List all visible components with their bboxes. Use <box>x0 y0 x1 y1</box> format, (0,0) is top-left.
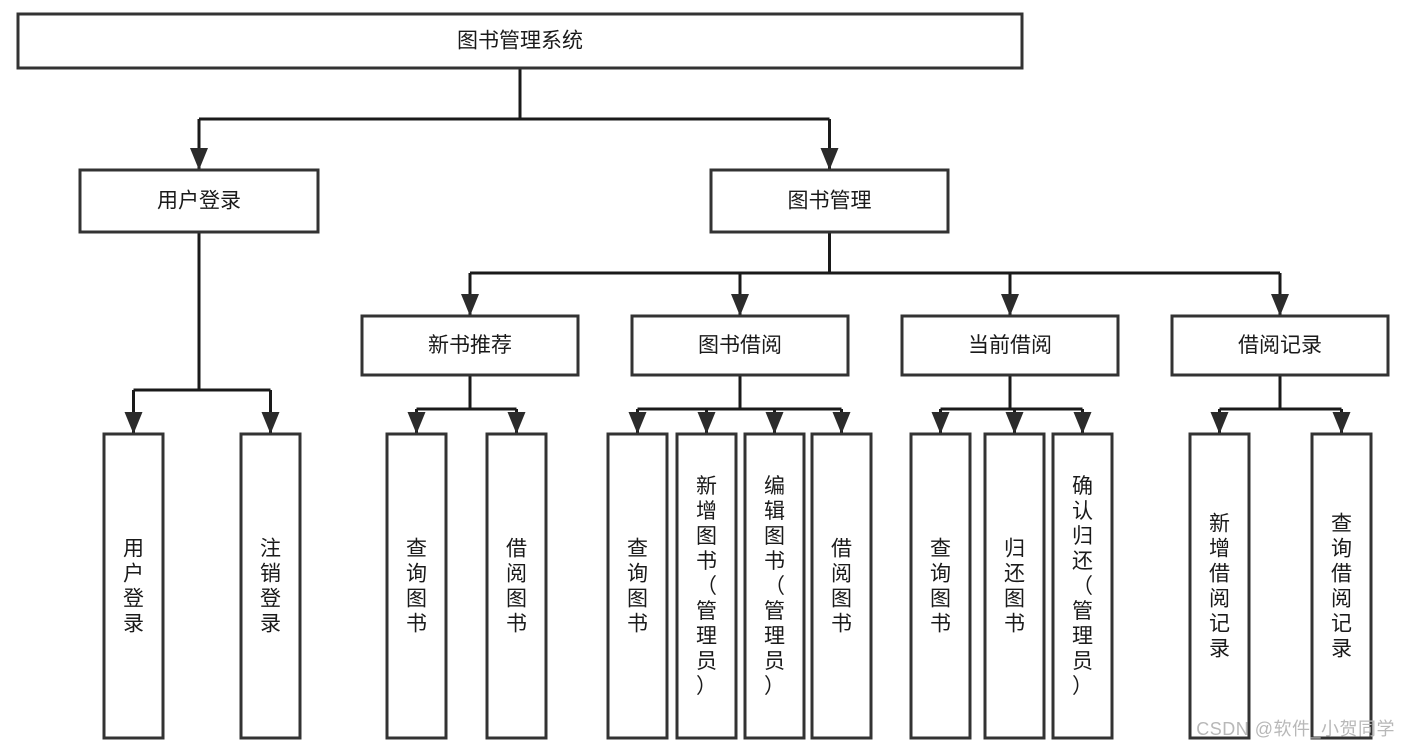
node-leaf-7-box <box>810 432 873 740</box>
node-leaf-3[interactable]: 借阅图书 <box>485 432 548 740</box>
arrow-head-icon <box>820 148 839 170</box>
node-leaf-5-label: 新增图书（管理员） <box>696 475 717 698</box>
node-leaf-4-box <box>606 432 669 740</box>
node-level3-0-label: 新书推荐 <box>428 334 512 357</box>
node-leaf-6[interactable]: 编辑图书（管理员） <box>743 432 806 740</box>
node-leaf-7-label: 借阅图书 <box>831 538 852 636</box>
arrow-head-icon <box>1005 412 1024 434</box>
node-leaf-4[interactable]: 查询图书 <box>606 432 669 740</box>
node-leaf-12-label: 查询借阅记录 <box>1331 513 1352 661</box>
arrow-head-icon <box>731 294 749 316</box>
node-level2-1[interactable]: 图书管理 <box>709 168 950 234</box>
node-leaf-10[interactable]: 确认归还（管理员） <box>1051 432 1114 740</box>
node-level3-1-label: 图书借阅 <box>698 334 782 357</box>
arrow-head-icon <box>628 412 647 434</box>
arrow-head-icon <box>124 412 143 434</box>
connector-lines <box>124 68 1351 434</box>
node-leaf-1-label: 注销登录 <box>260 538 281 636</box>
node-level2-1-box <box>709 168 950 234</box>
node-leaf-5-box <box>675 432 738 740</box>
arrow-head-icon <box>1210 412 1229 434</box>
node-level3-3-box <box>1170 314 1390 377</box>
node-level3-0-box <box>360 314 580 377</box>
node-leaf-0-label: 用户登录 <box>123 538 144 636</box>
arrow-head-icon <box>1001 294 1019 316</box>
node-leaf-9-box <box>983 432 1046 740</box>
node-leaf-10-box <box>1051 432 1114 740</box>
node-level3-0[interactable]: 新书推荐 <box>360 314 580 377</box>
node-leaf-8[interactable]: 查询图书 <box>909 432 972 740</box>
node-leaf-11-label: 新增借阅记录 <box>1209 513 1230 661</box>
node-level3-2-box <box>900 314 1120 377</box>
node-level3-2-label: 当前借阅 <box>968 334 1052 357</box>
node-leaf-9-label: 归还图书 <box>1004 538 1025 636</box>
node-leaf-0[interactable]: 用户登录 <box>102 432 165 740</box>
node-root-box <box>16 12 1024 70</box>
node-leaf-8-label: 查询图书 <box>930 538 951 636</box>
node-leaf-3-label: 借阅图书 <box>506 538 527 636</box>
node-leaf-4-label: 查询图书 <box>627 538 648 636</box>
arrow-head-icon <box>1332 412 1351 434</box>
node-leaf-2[interactable]: 查询图书 <box>385 432 448 740</box>
node-leaf-3-box <box>485 432 548 740</box>
arrow-head-icon <box>190 148 208 170</box>
node-level3-3[interactable]: 借阅记录 <box>1170 314 1390 377</box>
node-leaf-11[interactable]: 新增借阅记录 <box>1188 432 1251 740</box>
node-leaf-12[interactable]: 查询借阅记录 <box>1310 432 1373 740</box>
node-leaf-9[interactable]: 归还图书 <box>983 432 1046 740</box>
node-leaf-6-box <box>743 432 806 740</box>
arrow-head-icon <box>261 412 280 434</box>
node-leaf-7[interactable]: 借阅图书 <box>810 432 873 740</box>
node-level3-1-box <box>630 314 850 377</box>
node-leaf-6-label: 编辑图书（管理员） <box>764 475 785 698</box>
node-level2-1-label: 图书管理 <box>788 190 872 213</box>
node-leaf-11-box <box>1188 432 1251 740</box>
node-leaf-1-box <box>239 432 302 740</box>
node-level2-0-box <box>78 168 320 234</box>
node-level3-2[interactable]: 当前借阅 <box>900 314 1120 377</box>
arrow-head-icon <box>1073 412 1092 434</box>
node-level3-3-label: 借阅记录 <box>1238 334 1322 357</box>
arrow-head-icon <box>765 412 784 434</box>
arrow-head-icon <box>697 412 716 434</box>
node-leaf-5[interactable]: 新增图书（管理员） <box>675 432 738 740</box>
arrow-head-icon <box>407 412 426 434</box>
node-level2-0-label: 用户登录 <box>157 190 241 213</box>
node-leaf-12-box <box>1310 432 1373 740</box>
node-level2-0[interactable]: 用户登录 <box>78 168 320 234</box>
arrow-head-icon <box>461 294 479 316</box>
node-level3-1[interactable]: 图书借阅 <box>630 314 850 377</box>
arrow-head-icon <box>507 412 526 434</box>
arrow-head-icon <box>1271 294 1289 316</box>
node-boxes: 图书管理系统用户登录图书管理新书推荐图书借阅当前借阅借阅记录用户登录注销登录查询… <box>16 12 1390 740</box>
node-root[interactable]: 图书管理系统 <box>16 12 1024 70</box>
node-leaf-8-box <box>909 432 972 740</box>
arrow-head-icon <box>832 412 851 434</box>
node-leaf-2-box <box>385 432 448 740</box>
node-leaf-10-label: 确认归还（管理员） <box>1072 475 1093 698</box>
node-leaf-1[interactable]: 注销登录 <box>239 432 302 740</box>
node-leaf-0-box <box>102 432 165 740</box>
arrow-head-icon <box>931 412 950 434</box>
node-leaf-2-label: 查询图书 <box>406 538 427 636</box>
node-root-label: 图书管理系统 <box>457 30 583 53</box>
